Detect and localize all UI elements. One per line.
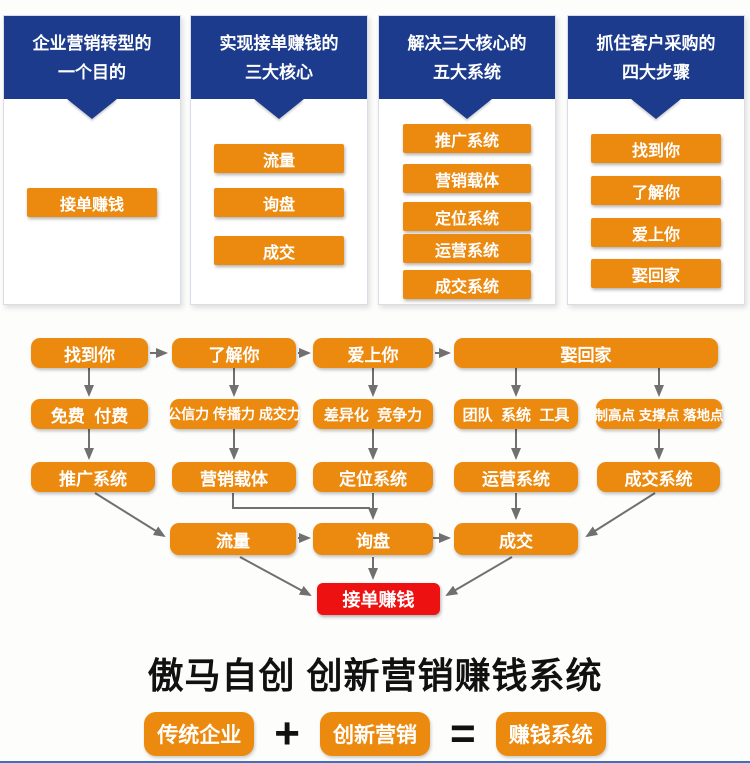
formula-term-innovative-marketing: 创新营销 (320, 712, 430, 756)
chip-operation-system: 运营系统 (403, 234, 531, 263)
panel-five-systems: 解决三大核心的 五大系统 推广系统 营销载体 定位系统 运营系统 成交系统 (378, 15, 556, 305)
panel-three-cores-title-line2: 三大核心 (245, 63, 313, 82)
flow-differentiation-competitiveness: 差异化 竞争力 (313, 399, 433, 429)
equals-sign: = (450, 709, 476, 758)
chip-find-you: 找到你 (591, 134, 721, 163)
chip-positioning-system: 定位系统 (403, 202, 531, 231)
panel-five-systems-title-line1: 解决三大核心的 (407, 34, 527, 53)
chip-closing-system: 成交系统 (403, 270, 531, 299)
panel-goal-header: 企业营销转型的 一个目的 (4, 16, 180, 99)
flow-traffic: 流量 (170, 523, 296, 555)
flow-love-you: 爱上你 (313, 338, 433, 368)
flow-closing-system: 成交系统 (597, 462, 720, 492)
chip-inquiry: 询盘 (214, 188, 344, 217)
flow-inquiry: 询盘 (313, 523, 433, 555)
chip-traffic: 流量 (214, 144, 344, 173)
flow-team-system-tools: 团队 系统 工具 (454, 399, 578, 429)
panel-four-steps: 抓住客户采购的 四大步骤 找到你 了解你 爱上你 娶回家 (567, 15, 745, 305)
flow-marry-home: 娶回家 (454, 338, 718, 368)
formula-term-traditional-enterprise: 传统企业 (144, 712, 255, 756)
flow-promotion-system: 推广系统 (31, 462, 155, 492)
panel-five-systems-title-line2: 五大系统 (433, 63, 501, 82)
flow-operation-system: 运营系统 (454, 462, 578, 492)
formula-result-money-system: 赚钱系统 (495, 712, 606, 756)
header-notch-icon (254, 99, 304, 119)
panel-four-steps-title-line2: 四大步骤 (622, 63, 690, 82)
flow-arrows (84, 348, 664, 597)
panel-three-cores-header: 实现接单赚钱的 三大核心 (191, 16, 367, 99)
panel-four-steps-header: 抓住客户采购的 四大步骤 (568, 16, 744, 99)
chip-deal: 成交 (214, 236, 344, 265)
panel-goal-title-line2: 一个目的 (58, 63, 126, 82)
chip-marketing-carrier: 营销载体 (403, 164, 531, 193)
bottom-edge-strip (0, 761, 750, 763)
chip-marry-home: 娶回家 (591, 259, 721, 288)
flow-result-order-money: 接单赚钱 (317, 583, 440, 615)
plus-sign: + (274, 709, 300, 758)
chip-know-you: 了解你 (591, 176, 721, 205)
panel-goal: 企业营销转型的 一个目的 接单赚钱 (3, 15, 181, 305)
flow-know-you: 了解你 (172, 338, 296, 368)
panel-five-systems-header: 解决三大核心的 五大系统 (379, 16, 555, 99)
flowchart: 找到你 了解你 爱上你 娶回家 免费 付费 公信力 传播力 成交力 差异化 竞争… (0, 330, 750, 630)
header-notch-icon (67, 99, 117, 119)
chip-love-you: 爱上你 (591, 218, 721, 247)
header-notch-icon (631, 99, 681, 119)
flow-highpoint-support-landing: 制高点 支撑点 落地点 (595, 399, 724, 429)
footer-title: 傲马自创 创新营销赚钱系统 (147, 655, 603, 696)
panel-four-steps-title-line1: 抓住客户采购的 (596, 34, 716, 53)
flow-credibility-spread-deal: 公信力 传播力 成交力 (167, 399, 301, 429)
formula-row: 传统企业 + 创新营销 = 赚钱系统 (0, 711, 750, 757)
header-notch-icon (442, 99, 492, 119)
chip-order-money: 接单赚钱 (27, 188, 157, 217)
panel-three-cores-title-line1: 实现接单赚钱的 (219, 34, 339, 53)
flow-marketing-carrier: 营销载体 (172, 462, 296, 492)
flow-free-paid: 免费 付费 (31, 399, 148, 429)
flow-positioning-system: 定位系统 (313, 462, 433, 492)
flow-find-you: 找到你 (31, 338, 148, 368)
chip-promotion-system: 推广系统 (403, 124, 531, 153)
panel-three-cores: 实现接单赚钱的 三大核心 流量 询盘 成交 (190, 15, 368, 305)
panel-goal-title-line1: 企业营销转型的 (32, 34, 152, 53)
flow-deal: 成交 (454, 523, 578, 555)
